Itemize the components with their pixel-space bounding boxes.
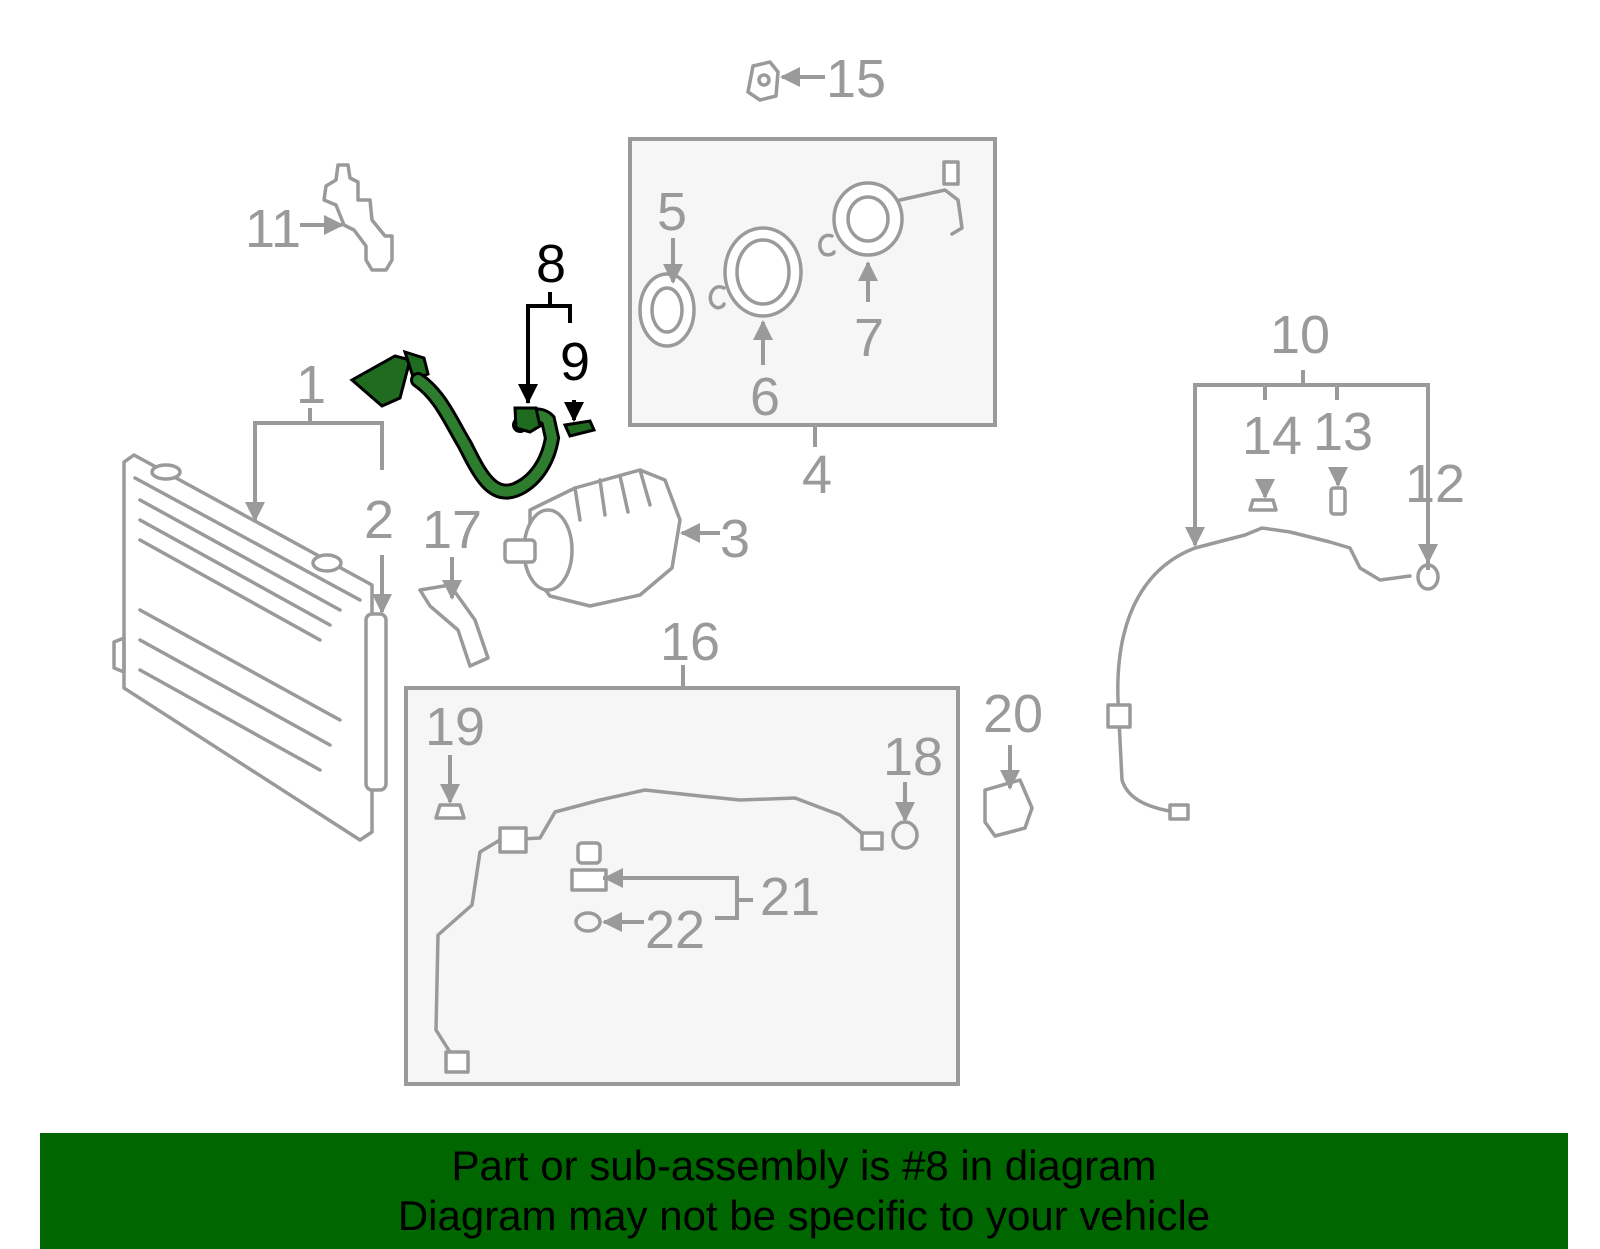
callout-11: 11: [245, 199, 301, 259]
callout-16: 16: [660, 612, 720, 672]
part-19-nut[interactable]: [434, 803, 466, 820]
callout-20: 20: [983, 684, 1043, 744]
part-6-pulley[interactable]: [723, 226, 803, 318]
part-3-compressor[interactable]: [503, 468, 682, 608]
callout-10: 10: [1270, 305, 1330, 365]
callout-7: 7: [854, 308, 884, 368]
part-16-liquid-line[interactable]: [434, 788, 884, 1074]
compressor-clutch-box: [628, 137, 997, 427]
callout-22: 22: [645, 900, 705, 960]
part-13-valve[interactable]: [1329, 486, 1347, 516]
part-22-o-ring[interactable]: [574, 911, 602, 933]
part-2-receiver-drier[interactable]: [364, 612, 388, 792]
part-9-o-ring[interactable]: [562, 419, 597, 438]
part-1-condenser[interactable]: [112, 453, 374, 842]
snap-ring-a: [708, 285, 726, 310]
callout-15: 15: [826, 49, 886, 109]
part-18-o-ring[interactable]: [891, 820, 919, 850]
callout-1: 1: [296, 355, 326, 415]
callout-14: 14: [1242, 406, 1302, 466]
part-12-o-ring[interactable]: [1416, 563, 1440, 591]
part-8-discharge-hose[interactable]: [349, 349, 561, 500]
part-10-suction-hose[interactable]: [1106, 526, 1412, 821]
callout-21: 21: [760, 867, 820, 927]
part-20-bracket[interactable]: [983, 778, 1034, 838]
callout-5: 5: [657, 182, 687, 242]
callout-18: 18: [883, 727, 943, 787]
callout-2: 2: [364, 490, 394, 550]
info-banner: Part or sub-assembly is #8 in diagram Di…: [40, 1133, 1568, 1249]
snap-ring-b: [818, 233, 836, 257]
callout-6: 6: [750, 367, 780, 427]
part-14-nut[interactable]: [1248, 498, 1278, 512]
callout-13: 13: [1313, 402, 1373, 462]
banner-line-2: Diagram may not be specific to your vehi…: [397, 1192, 1211, 1239]
callout-12: 12: [1405, 454, 1465, 514]
part-5-pressure-plate[interactable]: [638, 272, 696, 348]
callout-4: 4: [802, 445, 832, 505]
callout-17: 17: [422, 500, 482, 560]
part-15-clip[interactable]: [746, 60, 780, 102]
banner-line-1: Part or sub-assembly is #8 in diagram: [451, 1142, 1157, 1189]
part-7-field-coil[interactable]: [832, 160, 964, 257]
callout-3: 3: [720, 509, 750, 569]
part-11-bracket[interactable]: [322, 163, 394, 272]
callout-9: 9: [560, 332, 590, 392]
part-21-pressure-switch[interactable]: [570, 841, 608, 892]
liquid-line-box: [404, 686, 960, 1086]
callout-8: 8: [536, 234, 566, 294]
callout-19: 19: [425, 697, 485, 757]
